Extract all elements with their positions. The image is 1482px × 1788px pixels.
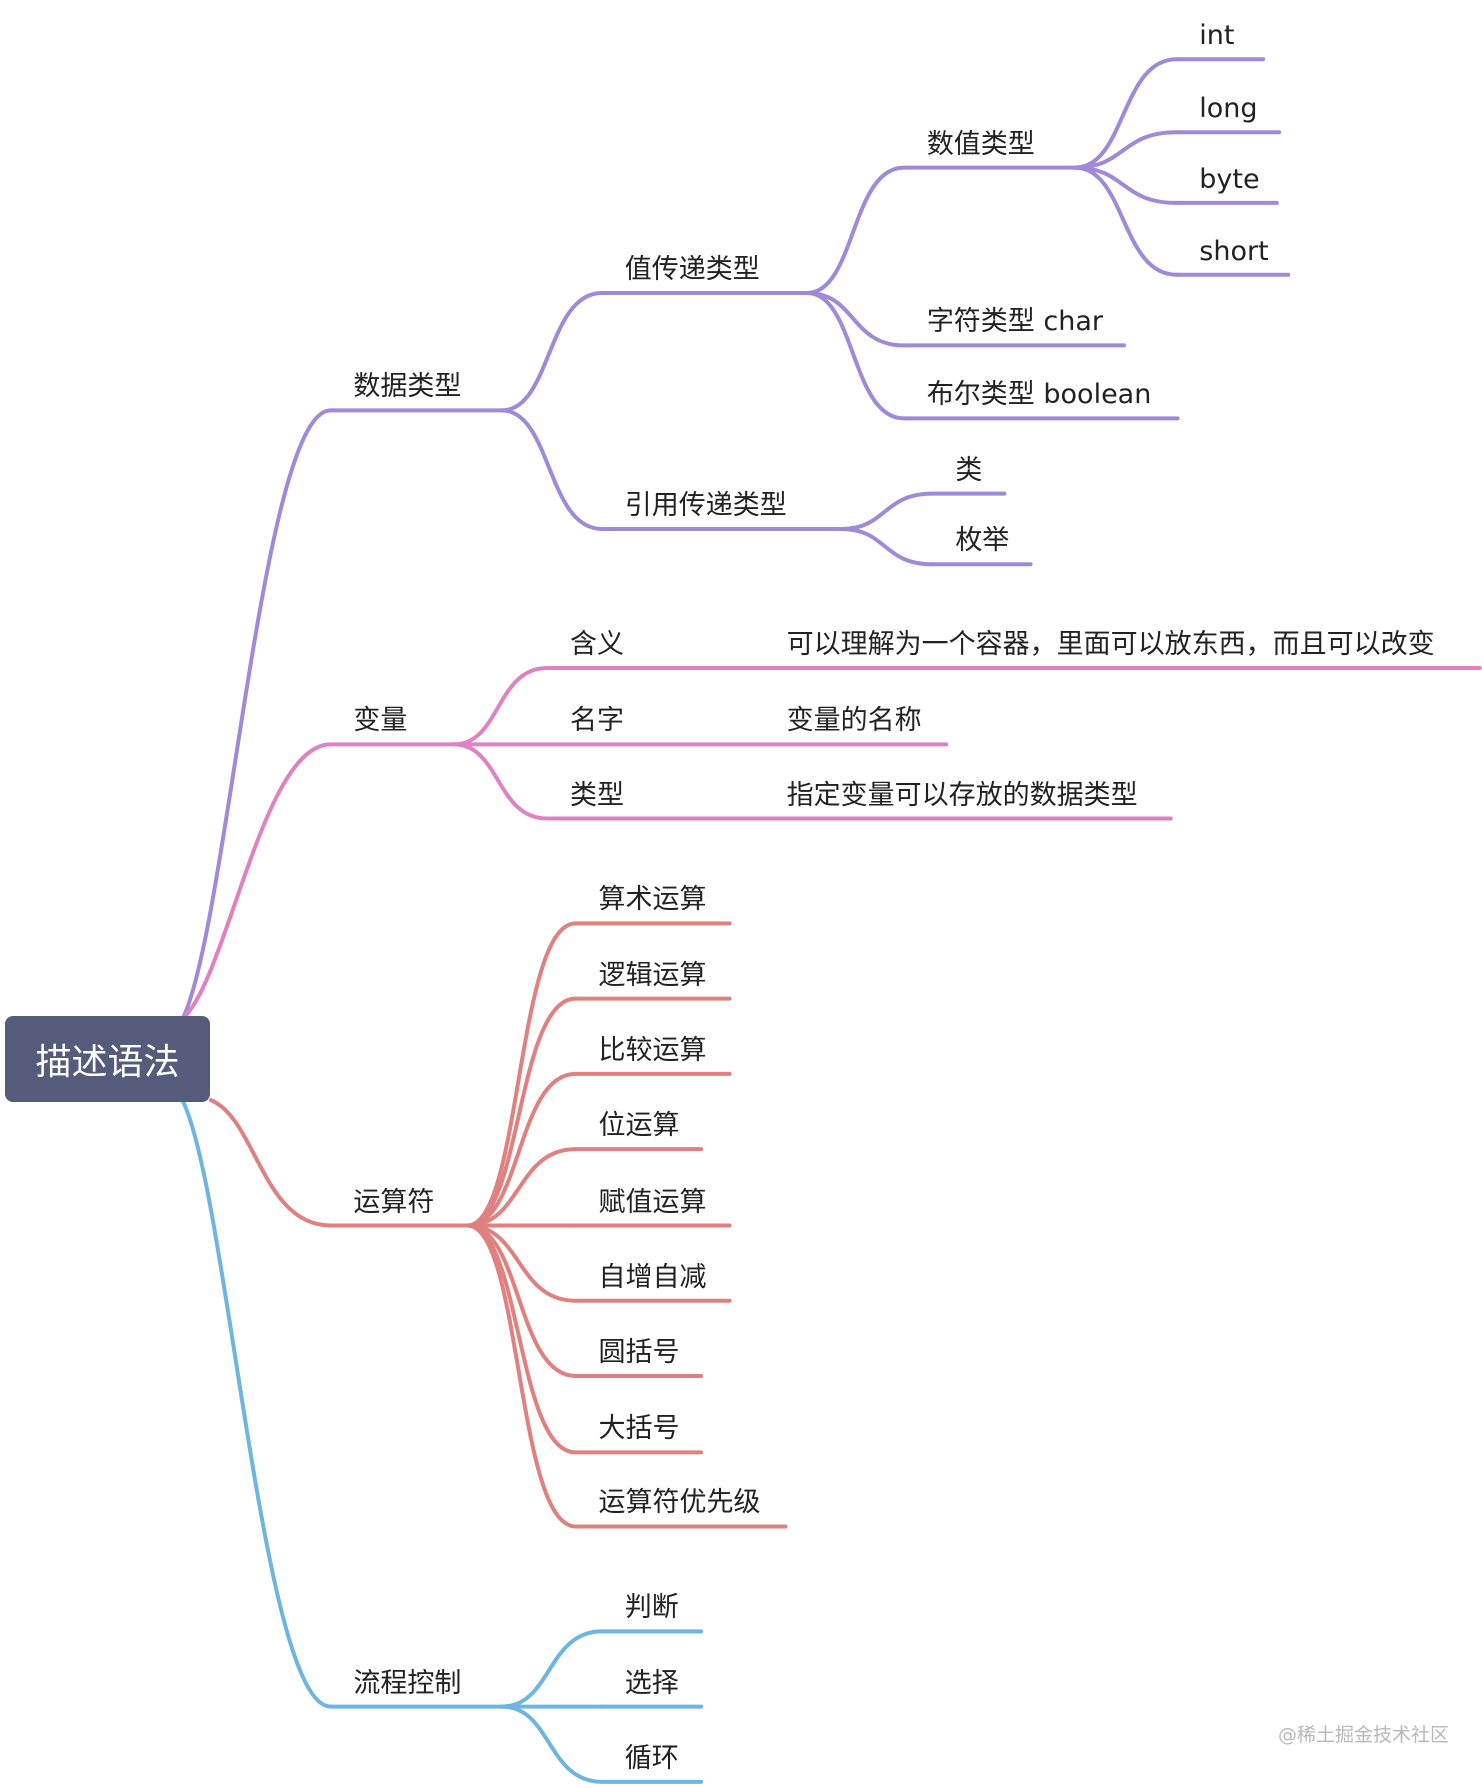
link-short xyxy=(1073,165,1179,277)
link-char xyxy=(805,290,907,348)
node-ref-pass[interactable]: 引用传递类型 xyxy=(624,489,787,521)
node-int[interactable]: int xyxy=(1199,20,1235,52)
link-judge xyxy=(499,1629,604,1709)
node-logic[interactable]: 逻辑运算 xyxy=(598,959,707,991)
branch-operator[interactable]: 运算符 xyxy=(353,1186,435,1218)
branch-variable[interactable]: 变量 xyxy=(353,705,408,737)
branch-datatype[interactable]: 数据类型 xyxy=(353,371,462,403)
link-int xyxy=(1073,57,1179,170)
node-compare[interactable]: 比较运算 xyxy=(598,1034,707,1066)
link-long xyxy=(1073,130,1179,170)
node-bit[interactable]: 位运算 xyxy=(598,1110,680,1142)
link-boolean xyxy=(805,290,907,421)
node-judge[interactable]: 判断 xyxy=(624,1592,679,1624)
link-arith xyxy=(465,921,578,1228)
node-class[interactable]: 类 xyxy=(955,454,983,486)
node-long[interactable]: long xyxy=(1199,93,1258,125)
trunk-variable xyxy=(180,742,333,1022)
node-name[interactable]: 名字 xyxy=(570,705,624,737)
link-brace xyxy=(465,1223,578,1455)
node-enum[interactable]: 枚举 xyxy=(955,525,1010,557)
node-numeric[interactable]: 数值类型 xyxy=(926,128,1035,160)
detail-vtype: 指定变量可以存放的数据类型 xyxy=(786,779,1138,811)
link-vtype xyxy=(451,742,550,821)
detail-meaning: 可以理解为一个容器，里面可以放东西，而且可以改变 xyxy=(786,629,1435,661)
node-meaning[interactable]: 含义 xyxy=(570,629,624,661)
trunk-datatype xyxy=(180,408,333,1022)
link-priority xyxy=(465,1223,578,1529)
link-incdec xyxy=(465,1223,578,1303)
watermark: @稀土掘金技术社区 xyxy=(1278,1724,1450,1746)
link-ref-pass xyxy=(499,408,604,531)
node-brace[interactable]: 大括号 xyxy=(598,1413,680,1445)
link-value-pass xyxy=(499,290,604,413)
node-boolean[interactable]: 布尔类型 boolean xyxy=(926,379,1152,411)
root-node[interactable]: 描述语法 xyxy=(5,1016,210,1102)
link-paren xyxy=(465,1223,578,1378)
node-paren[interactable]: 圆括号 xyxy=(598,1336,680,1368)
branch-flow[interactable]: 流程控制 xyxy=(353,1667,462,1699)
link-enum xyxy=(839,526,935,567)
detail-name: 变量的名称 xyxy=(786,705,922,737)
node-select[interactable]: 选择 xyxy=(624,1667,679,1699)
node-loop[interactable]: 循环 xyxy=(624,1742,679,1774)
trunk-flow xyxy=(180,1098,333,1709)
node-assign[interactable]: 赋值运算 xyxy=(598,1186,707,1218)
node-char[interactable]: 字符类型 char xyxy=(926,306,1103,338)
node-arith[interactable]: 算术运算 xyxy=(598,884,707,916)
node-vtype[interactable]: 类型 xyxy=(570,779,624,811)
trunk-operator xyxy=(208,1098,333,1228)
link-compare xyxy=(465,1071,578,1228)
node-byte[interactable]: byte xyxy=(1199,163,1260,195)
link-loop xyxy=(499,1704,604,1784)
link-numeric xyxy=(805,165,907,295)
link-logic xyxy=(465,996,578,1228)
node-incdec[interactable]: 自增自减 xyxy=(598,1261,707,1293)
link-byte xyxy=(1073,165,1179,205)
node-value-pass[interactable]: 值传递类型 xyxy=(624,253,760,285)
link-meaning xyxy=(451,666,550,747)
link-class xyxy=(839,491,935,531)
root-label: 描述语法 xyxy=(35,1042,180,1083)
link-bit xyxy=(465,1147,578,1228)
node-priority[interactable]: 运算符优先级 xyxy=(598,1487,761,1519)
node-short[interactable]: short xyxy=(1199,235,1269,267)
